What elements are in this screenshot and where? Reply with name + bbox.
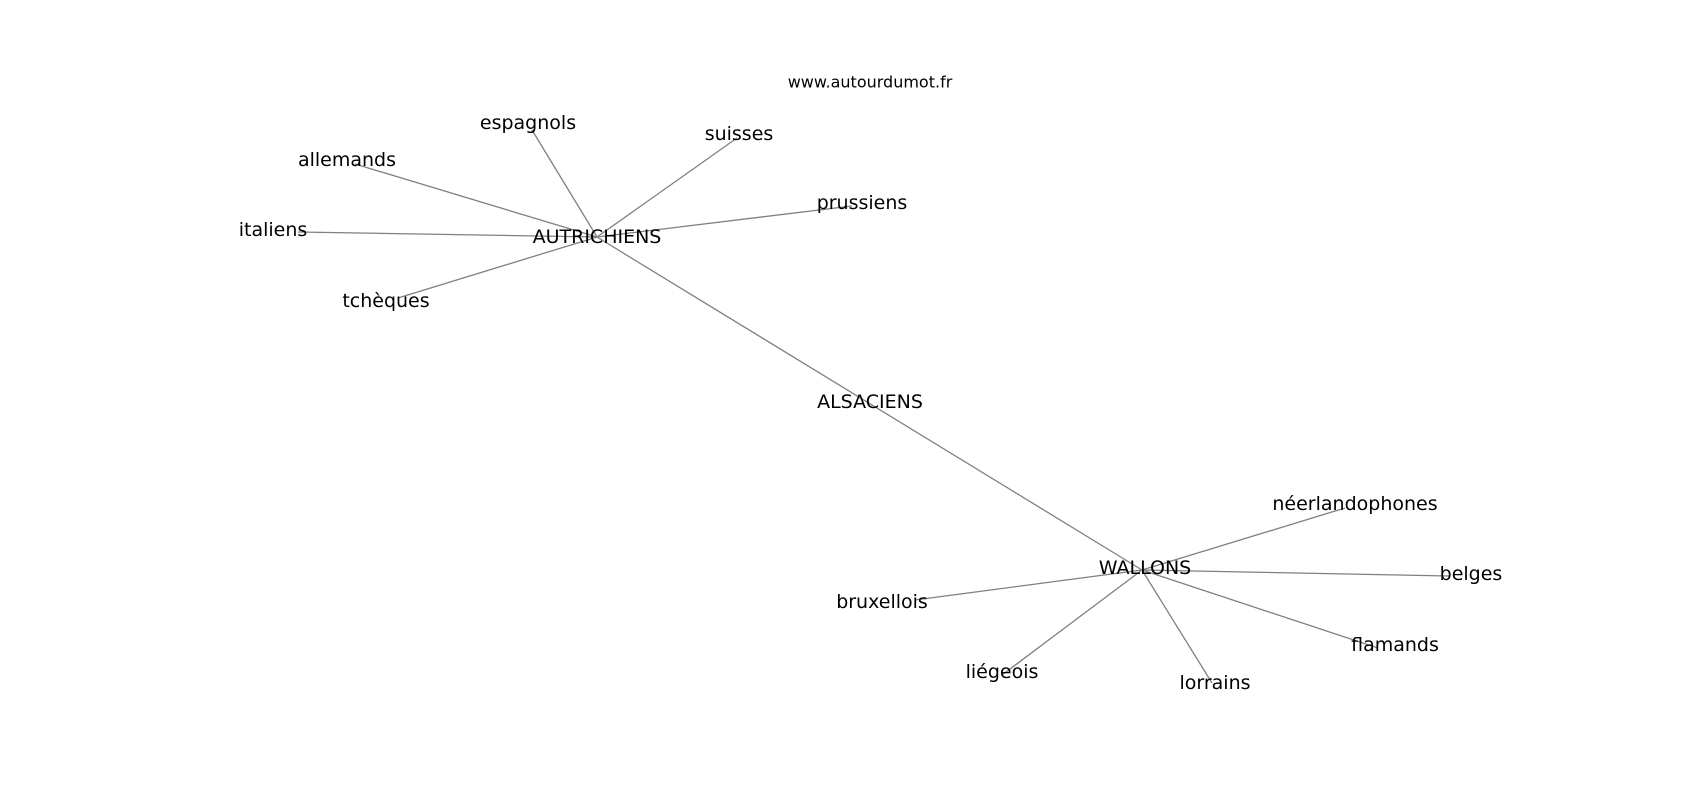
edge-autrichiens-wallons <box>596 236 1143 571</box>
node-belges[interactable]: belges <box>1440 563 1503 585</box>
node-bruxellois[interactable]: bruxellois <box>836 591 928 613</box>
label-layer: www.autourdumot.fr AUTRICHIENS ALSACIENS… <box>239 73 1503 695</box>
edge-wallons-lorrains <box>1141 569 1213 684</box>
edge-wallons-belges <box>1141 569 1451 577</box>
edge-wallons-neerlandophones <box>1141 507 1346 571</box>
edge-wallons-flamands <box>1141 569 1379 649</box>
node-tcheques[interactable]: tchèques <box>342 290 429 312</box>
node-suisses[interactable]: suisses <box>705 123 774 145</box>
edge-autrichiens-prussiens <box>596 205 853 238</box>
node-italiens[interactable]: italiens <box>239 219 308 241</box>
node-autrichiens[interactable]: AUTRICHIENS <box>533 226 662 248</box>
node-alsaciens[interactable]: ALSACIENS <box>817 391 923 413</box>
edge-autrichiens-italiens <box>297 231 598 238</box>
node-neerlandophones[interactable]: néerlandophones <box>1272 493 1437 515</box>
node-prussiens[interactable]: prussiens <box>817 192 908 214</box>
edge-layer <box>297 129 1451 684</box>
node-lorrains[interactable]: lorrains <box>1179 672 1250 694</box>
node-allemands[interactable]: allemands <box>298 149 396 171</box>
watermark: www.autourdumot.fr <box>788 73 953 92</box>
node-flamands[interactable]: flamands <box>1351 634 1439 656</box>
edge-wallons-liegeois <box>1001 569 1143 676</box>
edge-wallons-bruxellois <box>914 569 1143 601</box>
node-liegeois[interactable]: liégeois <box>966 661 1039 683</box>
edge-autrichiens-suisses <box>596 137 738 238</box>
edge-autrichiens-tcheques <box>397 236 598 299</box>
edge-autrichiens-espagnols <box>531 129 598 238</box>
node-espagnols[interactable]: espagnols <box>480 112 576 134</box>
edge-autrichiens-allemands <box>354 163 598 238</box>
node-wallons[interactable]: WALLONS <box>1099 557 1191 579</box>
